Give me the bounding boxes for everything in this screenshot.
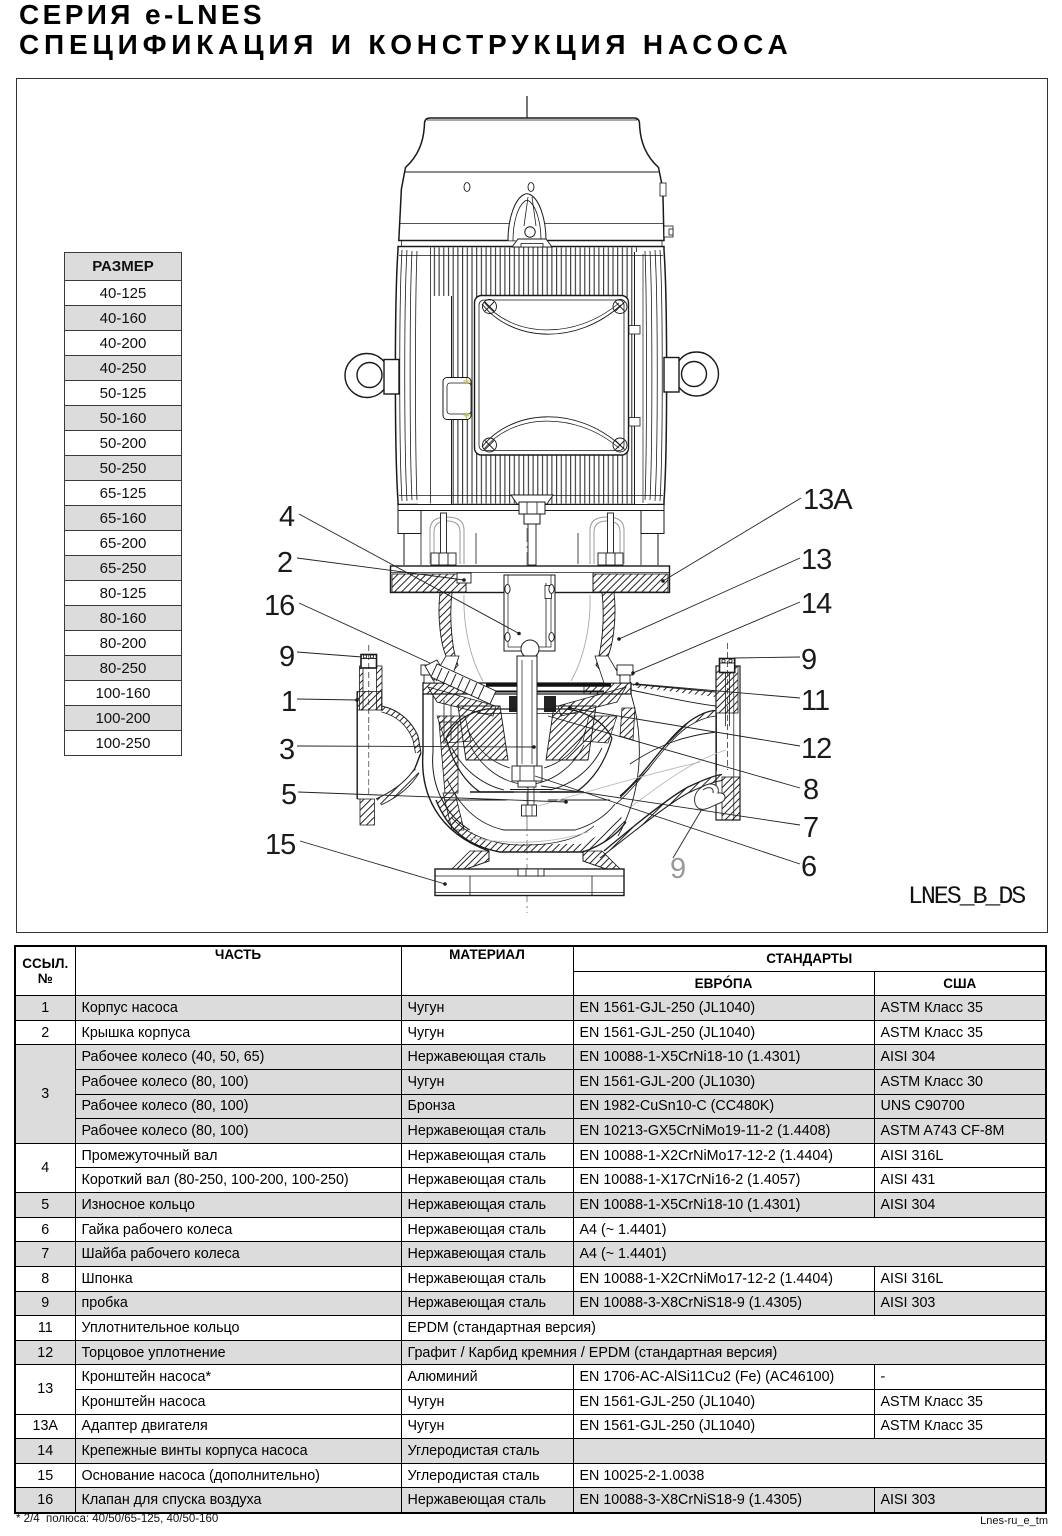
svg-text:14: 14 [801,588,832,620]
svg-text:9: 9 [670,853,685,885]
svg-text:8: 8 [803,774,818,806]
svg-text:13: 13 [801,544,831,576]
svg-text:2: 2 [277,547,292,579]
svg-text:13A: 13A [803,484,853,516]
svg-text:9: 9 [279,641,294,673]
svg-text:5: 5 [281,779,296,811]
svg-text:16: 16 [264,590,294,622]
svg-text:12: 12 [801,733,831,765]
svg-text:7: 7 [803,812,818,844]
svg-text:3: 3 [279,734,294,766]
svg-text:6: 6 [801,851,816,883]
svg-text:15: 15 [265,829,295,861]
svg-text:11: 11 [801,685,829,717]
svg-text:4: 4 [279,501,295,533]
svg-text:1: 1 [281,686,296,718]
svg-text:9: 9 [801,644,816,676]
